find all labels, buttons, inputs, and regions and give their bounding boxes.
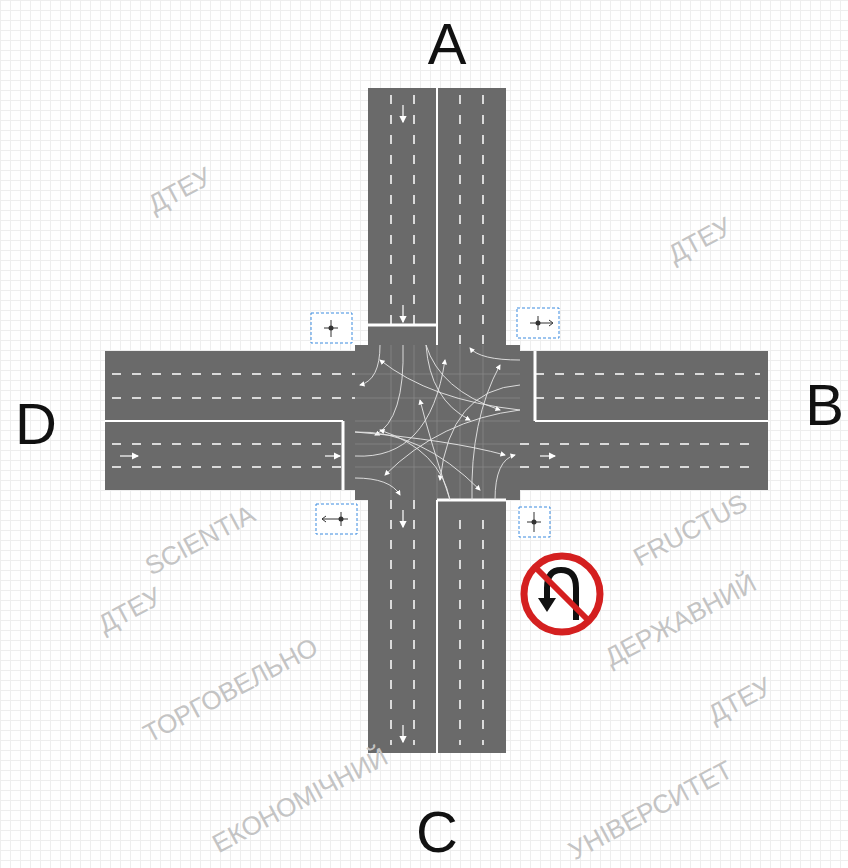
watermark-text: ДТЕУ	[94, 583, 166, 638]
watermark-text: ТОРГОВЕЛЬНО	[139, 633, 322, 747]
approach-letter: D	[15, 395, 57, 453]
no-u-turn-sign	[524, 556, 600, 632]
watermark-text: SCIENTIA	[141, 500, 259, 579]
watermark-text: FRUCTUS	[629, 489, 751, 570]
watermark-text: ДЕРЖАВНИЙ	[600, 569, 760, 670]
centre-lines	[105, 88, 768, 753]
lane-dashes	[112, 95, 760, 745]
lane-arrows	[120, 105, 555, 742]
watermark-text: ДТЕУ	[144, 163, 216, 218]
approach-letter: B	[805, 376, 844, 434]
junction-grid	[355, 345, 520, 500]
watermark-text: ДТЕУ	[704, 673, 776, 728]
watermark-text: УНІВЕРСИТЕТ	[564, 756, 736, 864]
approach-letter: A	[428, 15, 467, 73]
approach-letter: C	[416, 803, 458, 861]
stop-lines	[343, 325, 535, 500]
traffic-light-icons	[311, 308, 559, 537]
watermark-text: ДТЕУ	[664, 213, 736, 268]
junction-area	[355, 345, 520, 500]
movement-paths	[355, 345, 520, 500]
watermark-text: ЕКОНОМІЧНИЙ	[208, 743, 391, 857]
